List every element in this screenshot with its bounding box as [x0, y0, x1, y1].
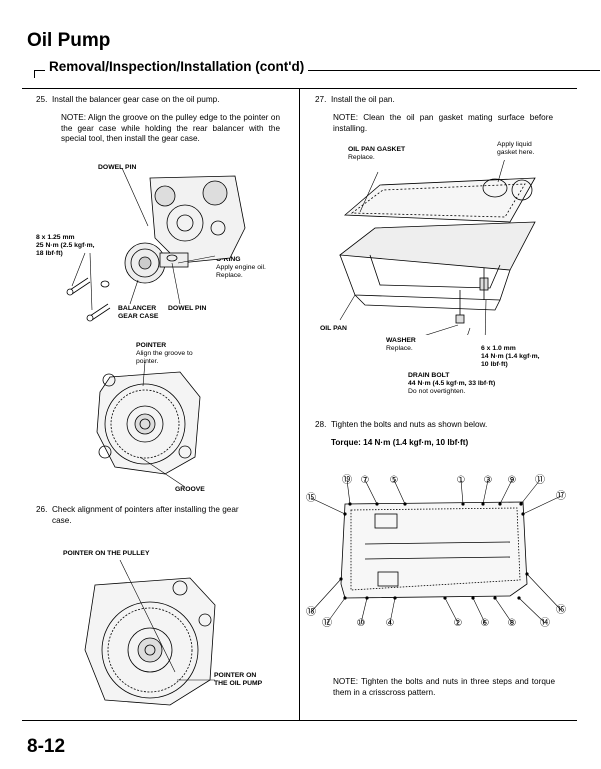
sequence-bottom-5: ⑥ [471, 596, 489, 629]
svg-text:⑩: ⑩ [357, 618, 366, 629]
sequence-bottom-1: ⑫ [322, 596, 347, 629]
sequence-top-5: ③ [481, 475, 492, 506]
pointer-on-pulley-label: POINTER ON THE PULLEY [63, 550, 150, 557]
sequence-bottom-2: ⑩ [357, 596, 369, 629]
sequence-top-6: ⑨ [498, 475, 516, 506]
svg-text:⑨: ⑨ [508, 475, 517, 486]
sequence-top-4: ① [457, 475, 466, 506]
oil-pan-label: OIL PAN [320, 325, 347, 332]
pointer-alignment-illustration [84, 560, 216, 706]
balancer-gear-case-illustration [66, 168, 246, 322]
dowel-pin-bottom-label: DOWEL PIN [168, 305, 207, 312]
note-28: NOTE: Tighten the bolts and nuts in thre… [333, 677, 555, 697]
svg-text:⑰: ⑰ [556, 490, 566, 502]
sequence-bottom-4: ② [443, 596, 462, 629]
svg-text:⑫: ⑫ [322, 617, 332, 629]
header-rule [34, 70, 600, 71]
pulley-pointer-illustration [96, 362, 201, 487]
svg-text:⑥: ⑥ [481, 618, 490, 629]
sequence-top-2: ⑦ [361, 475, 379, 506]
svg-text:⑤: ⑤ [390, 475, 399, 486]
sequence-left-bottom: ⑱ [306, 577, 343, 618]
dowel-pin-top-label: DOWEL PIN [98, 164, 137, 171]
svg-text:④: ④ [386, 618, 395, 629]
note-27: NOTE: Clean the oil pan gasket mating su… [333, 113, 553, 133]
sequence-right-top: ⑰ [521, 490, 566, 516]
svg-text:⑱: ⑱ [306, 606, 316, 618]
sequence-bottom-7: ⑭ [517, 596, 550, 629]
groove-label: GROOVE [175, 486, 205, 493]
sequence-top-7: ⑪ [519, 474, 545, 506]
sequence-bottom-3: ④ [386, 596, 397, 629]
sequence-bottom-6: ⑧ [493, 596, 516, 629]
svg-text:⑮: ⑮ [306, 492, 316, 504]
svg-text:③: ③ [484, 475, 493, 486]
sequence-right-bottom: ⑯ [525, 572, 566, 616]
sequence-top-3: ⑤ [390, 475, 407, 506]
svg-text:⑲: ⑲ [342, 474, 352, 486]
svg-text:⑯: ⑯ [556, 604, 566, 616]
column-divider [299, 88, 300, 720]
section-subtitle: Removal/Inspection/Installation (cont'd) [45, 59, 309, 74]
header-rule-tick [34, 70, 35, 78]
page-title: Oil Pump [27, 30, 111, 51]
svg-text:⑧: ⑧ [508, 618, 517, 629]
page-number: 8-12 [27, 736, 66, 757]
sequence-top-1: ⑲ [342, 474, 352, 506]
svg-text:②: ② [454, 618, 463, 629]
svg-text:⑭: ⑭ [540, 617, 550, 629]
oil-pan-illustration [338, 160, 536, 335]
frame-bottom [22, 720, 577, 721]
torque-spec: Torque: 14 N·m (1.4 kgf·m, 10 lbf·ft) [331, 438, 469, 447]
svg-text:⑦: ⑦ [361, 475, 370, 486]
svg-text:⑪: ⑪ [535, 474, 545, 486]
note-25: NOTE: Align the groove on the pulley edg… [61, 113, 280, 143]
svg-text:①: ① [457, 475, 466, 486]
sequence-left-top: ⑮ [306, 492, 347, 516]
